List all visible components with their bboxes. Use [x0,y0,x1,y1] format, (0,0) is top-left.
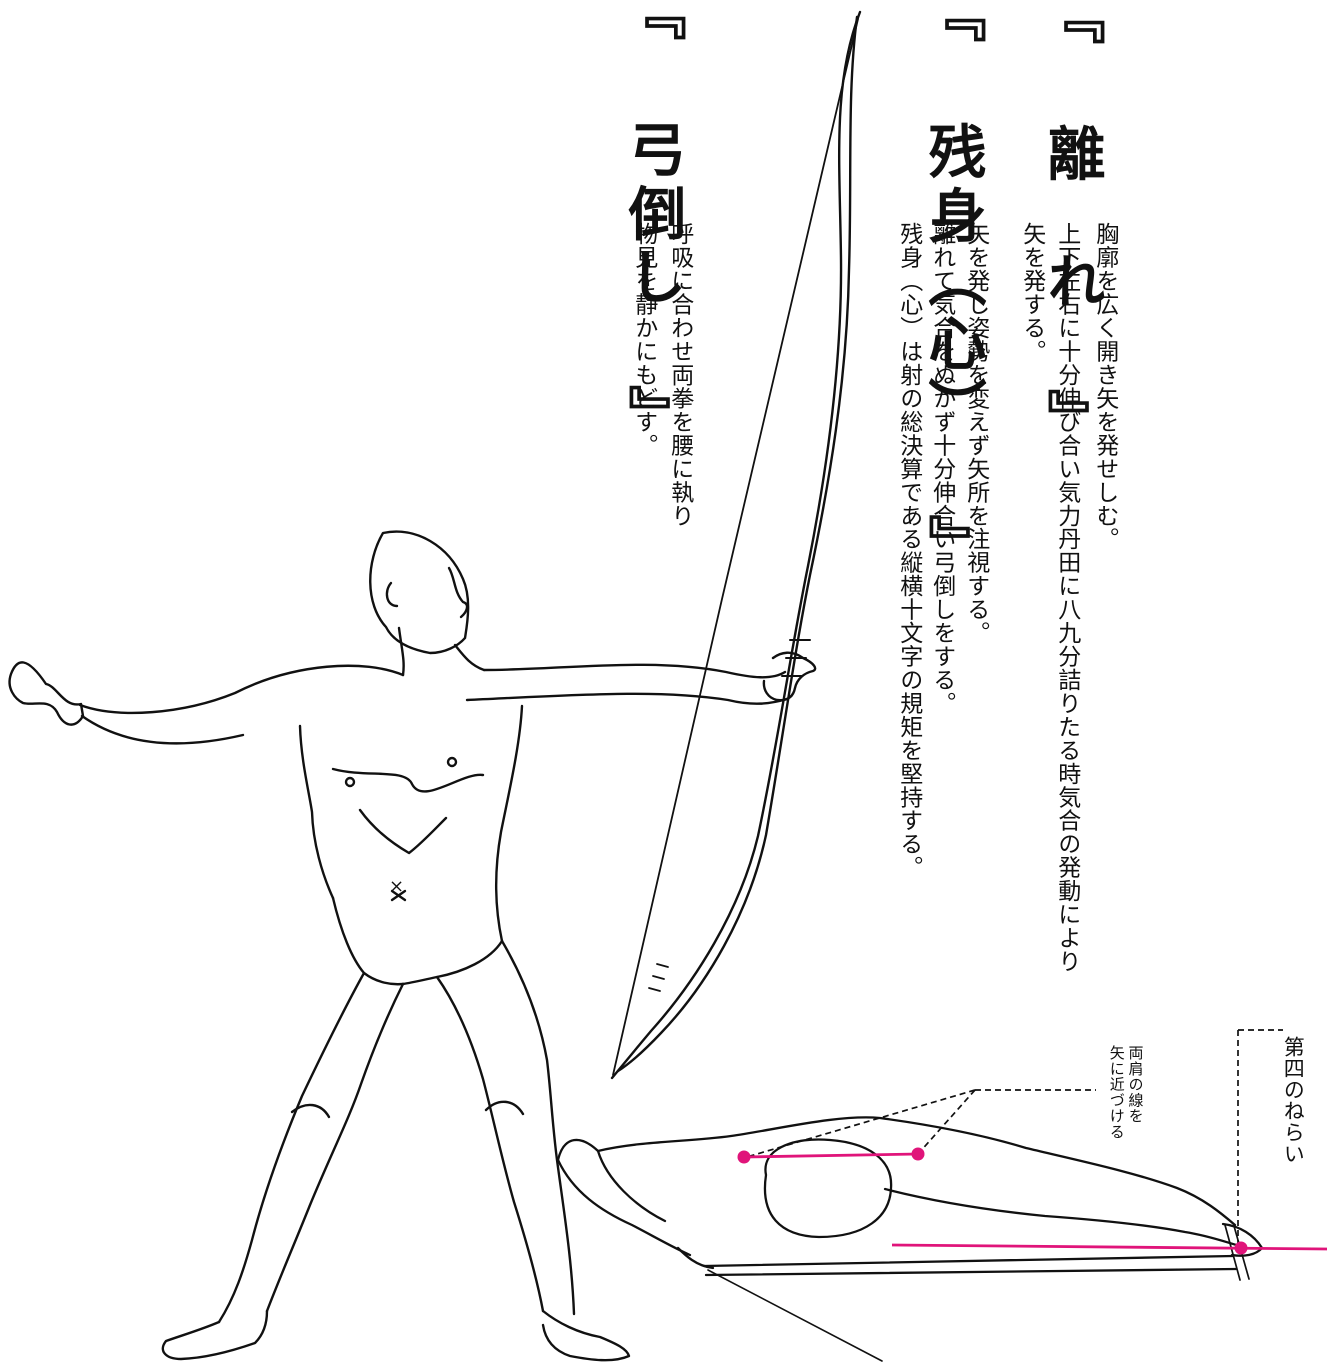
archer-ear [387,583,397,606]
archer-head [370,532,468,653]
section-text-hanare-line-2: 上下左右に十分伸び合い気力丹田に八九分詰りたる時気合の発動により [1052,222,1081,973]
arrow-line-marker [892,1242,1327,1255]
archer-face [449,568,467,617]
topview-arm-left [558,1140,665,1221]
topview-arm-right [885,1189,1240,1246]
section-text-hanare-line-1: 胸廓を広く開き矢を発せしむ。 [1090,222,1119,550]
shoulder-line-marker [738,1148,925,1164]
section-text-yumidaoshi-line-1: 呼吸に合わせ両拳を腰に執り [665,222,694,527]
archer-standing-figure [10,532,816,1361]
section-text-zanshin-line-3: 残身（心）は射の総決算である縦横十文字の規矩を堅持する。 [894,222,923,879]
section-text-zanshin-line-1: 矢を発し姿勢を変えず矢所を注視する。 [961,222,990,644]
navel-mark: × [389,876,404,897]
section-text-zanshin-line-2: 離れて気合をぬかず十分伸合い弓倒しをする。 [927,222,956,715]
topview-chest [558,1160,690,1255]
archer-chest-right [448,758,456,766]
archer-back-hand [10,662,83,724]
annotation-fourth-aim: 第四のねらい [1280,1036,1306,1165]
archer-chest-left [346,778,354,786]
section-text-yumidaoshi-line-2: 物見を静かにもどす。 [629,222,658,457]
section-text-hanare-line-3: 矢を発する。 [1017,222,1046,363]
annotation-shoulder-line: 両肩の線を 矢に近づける [1107,1045,1145,1140]
